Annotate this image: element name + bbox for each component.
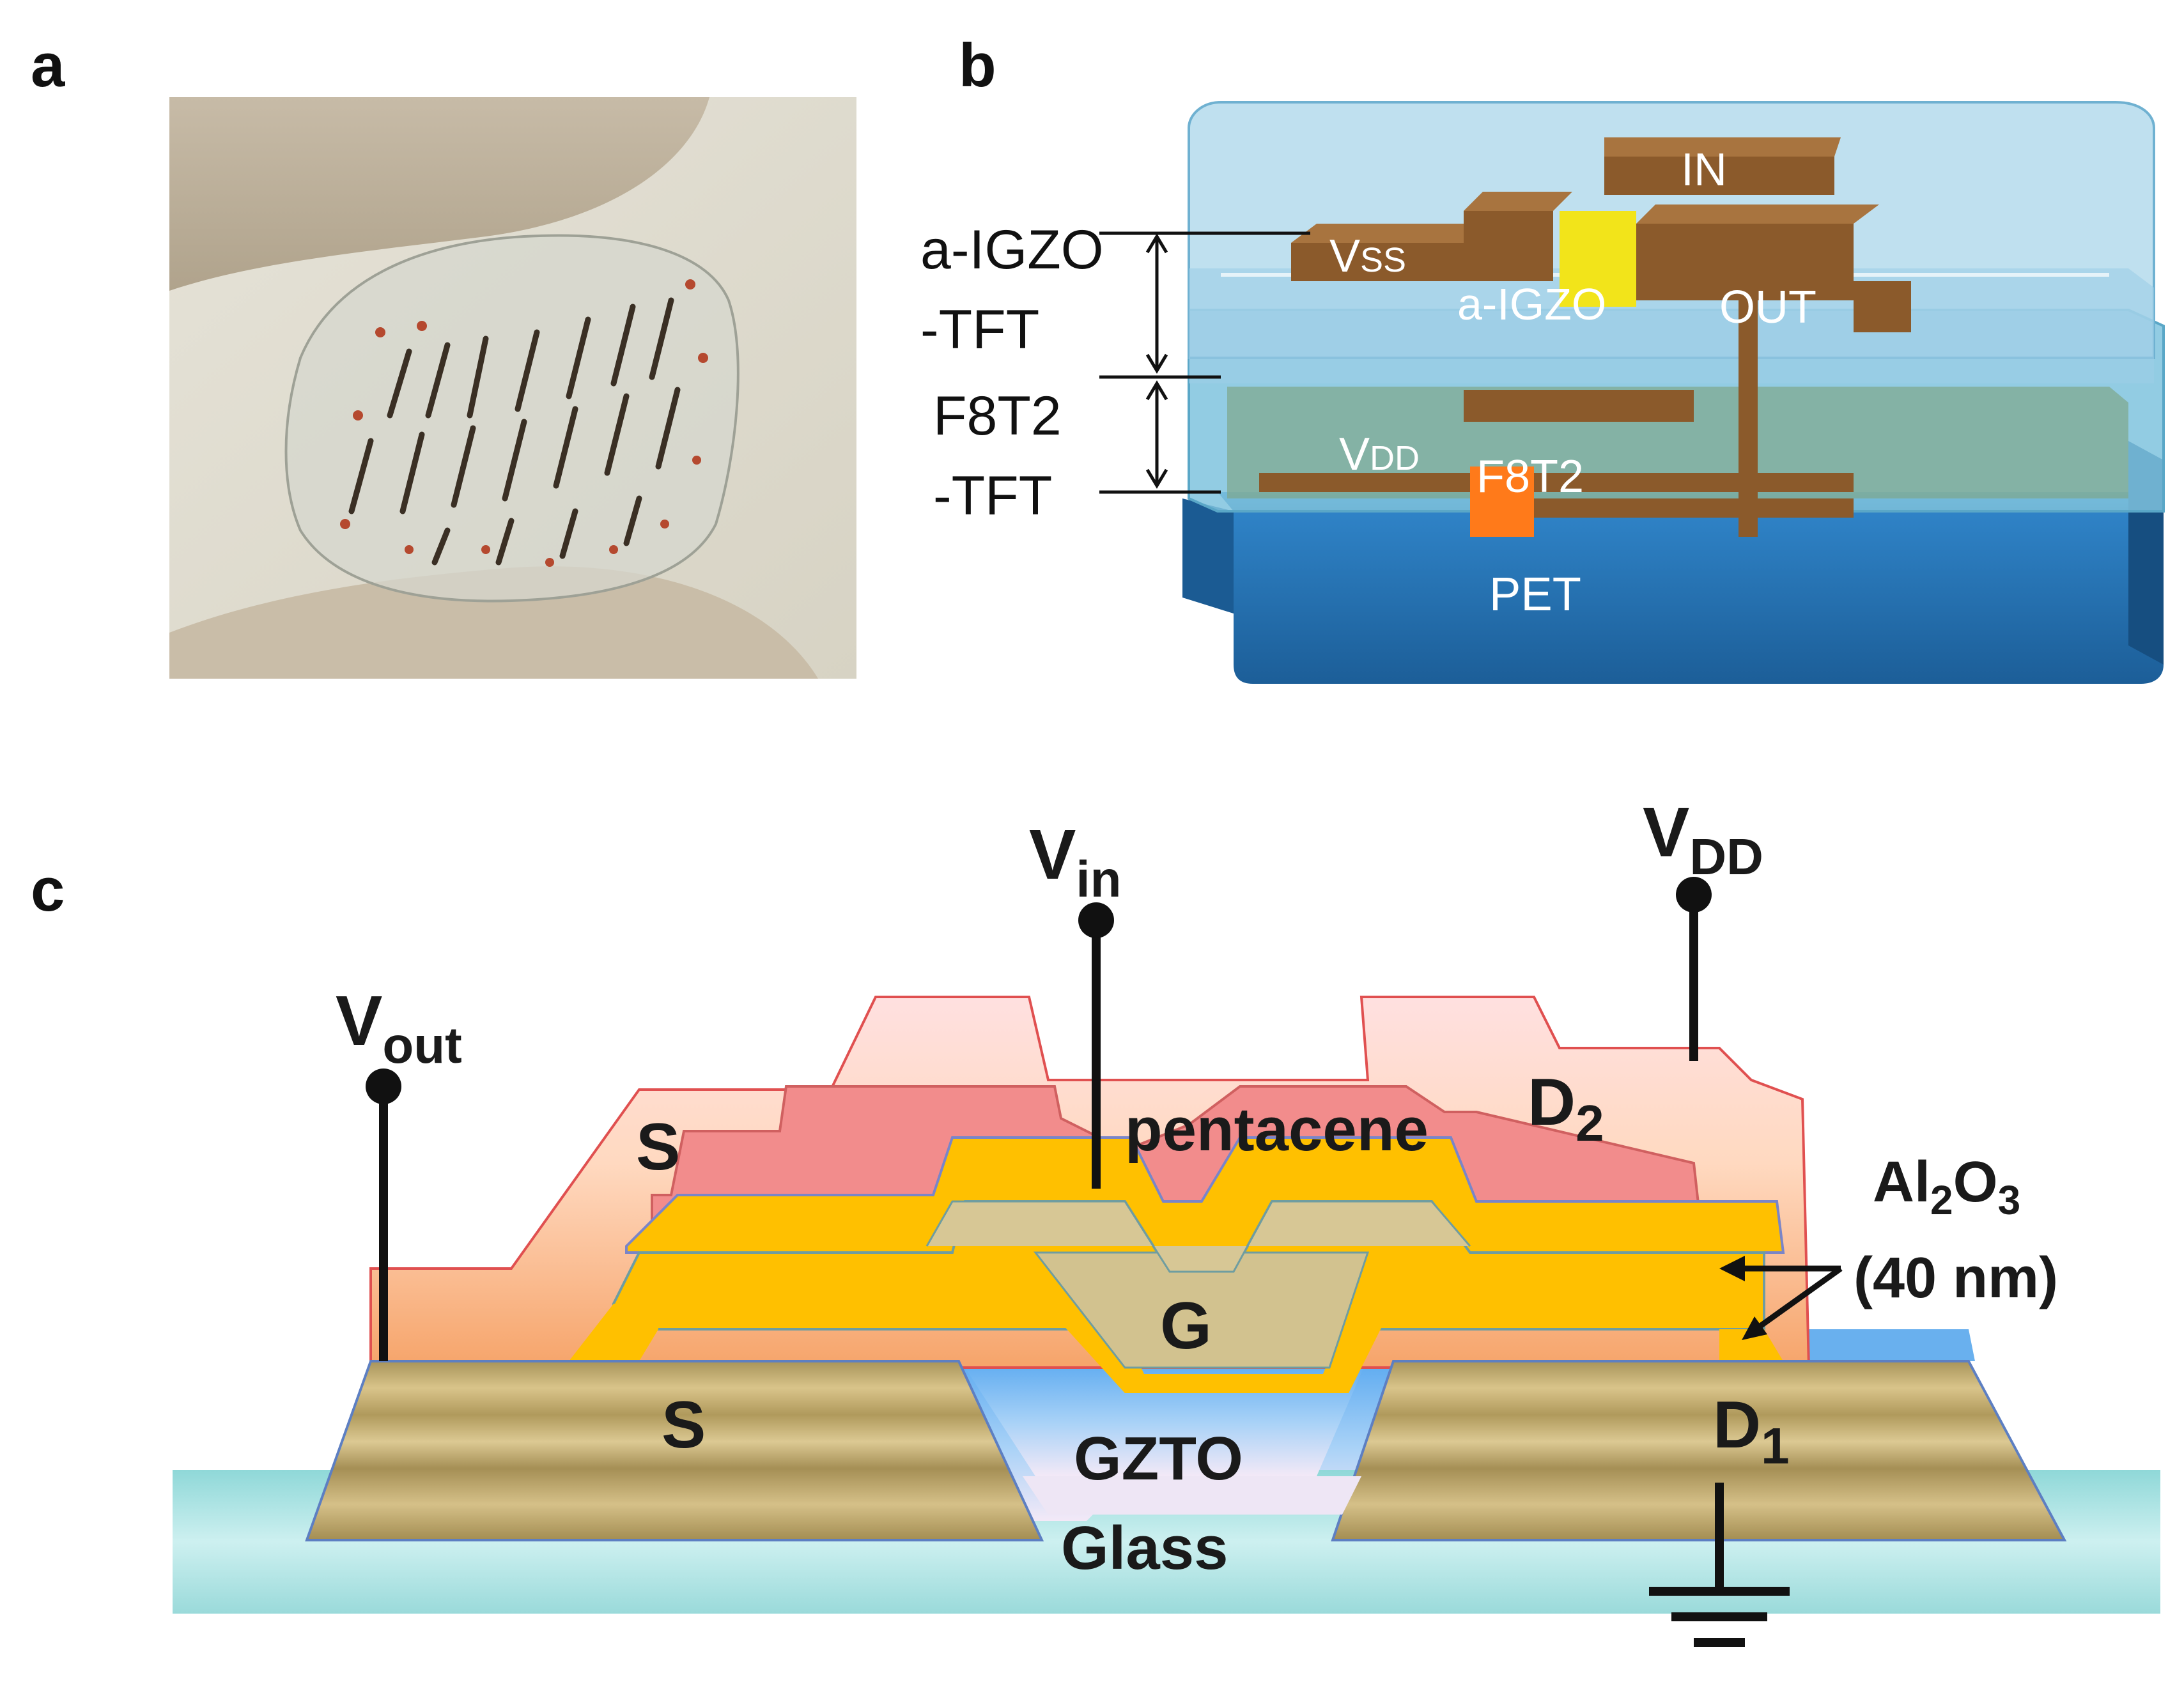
panel-label-c: c bbox=[31, 856, 65, 924]
label-vdd-b: VDD bbox=[1339, 429, 1420, 480]
al2o3-pointer-arrows bbox=[1719, 1256, 1843, 1340]
label-a-igzo-tft-1: a-IGZO bbox=[920, 219, 1104, 281]
panel-label-a: a bbox=[31, 31, 65, 100]
panel-b-layer-labels: IN VSS a-IGZO OUT VDD F8T2 PET bbox=[1329, 144, 1816, 621]
photo-flexible-sample bbox=[169, 97, 856, 679]
panel-c-labels: Vin VDD Vout S pentacene D2 G S GZTO D1 … bbox=[336, 793, 2058, 1582]
label-pet: PET bbox=[1489, 567, 1581, 621]
label-s-bottom: S bbox=[662, 1388, 706, 1462]
label-a-igzo-tft-2: -TFT bbox=[920, 299, 1039, 360]
stacked-device-3d bbox=[1182, 101, 2165, 684]
panel-b-side-labels: a-IGZO -TFT F8T2 -TFT bbox=[920, 219, 1104, 527]
label-al2o3-thickness: (40 nm) bbox=[1854, 1246, 2058, 1310]
label-d2: D2 bbox=[1528, 1065, 1604, 1152]
panel-label-b: b bbox=[959, 31, 996, 100]
label-d1: D1 bbox=[1713, 1388, 1790, 1474]
label-f8t2-tft-1: F8T2 bbox=[933, 385, 1062, 447]
label-a-igzo-channel: a-IGZO bbox=[1457, 279, 1606, 329]
label-out: OUT bbox=[1719, 282, 1816, 333]
label-vdd: VDD bbox=[1643, 793, 1763, 885]
label-f8t2: F8T2 bbox=[1476, 451, 1584, 502]
label-pentacene: pentacene bbox=[1125, 1095, 1429, 1164]
label-vout: Vout bbox=[336, 982, 462, 1074]
label-f8t2-tft-2: -TFT bbox=[933, 465, 1052, 527]
label-s-top: S bbox=[636, 1110, 680, 1184]
panel-b-leaders bbox=[1099, 231, 1310, 494]
label-gzto: GZTO bbox=[1074, 1424, 1243, 1493]
label-g: G bbox=[1160, 1289, 1212, 1363]
label-al2o3: Al2O3 bbox=[1873, 1150, 2020, 1223]
label-vss: VSS bbox=[1329, 231, 1406, 282]
label-in: IN bbox=[1681, 144, 1727, 196]
label-glass: Glass bbox=[1061, 1514, 1228, 1582]
label-vin: Vin bbox=[1029, 815, 1121, 907]
terminal-leads bbox=[366, 877, 1790, 1647]
cross-section bbox=[173, 996, 2160, 1614]
